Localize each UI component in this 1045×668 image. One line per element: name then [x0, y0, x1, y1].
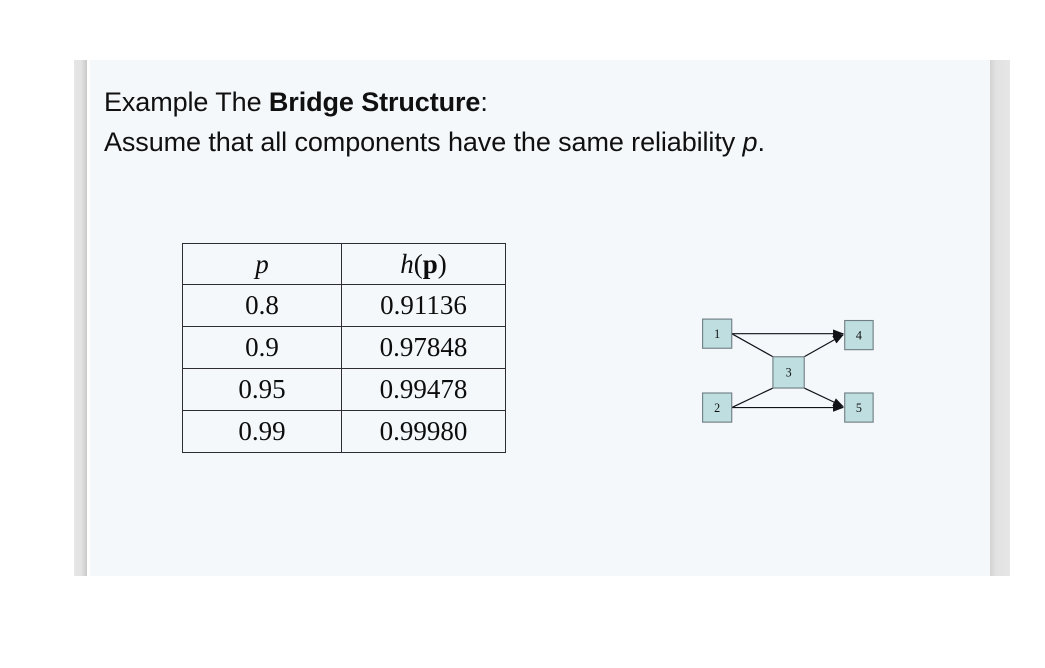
heading-line-1-prefix: Example The — [104, 87, 269, 117]
table-body: 0.8 0.91136 0.9 0.97848 0.95 0.99478 0.9… — [182, 284, 506, 453]
heading-block: Example The Bridge Structure: Assume tha… — [104, 82, 974, 162]
h-function-symbol: h — [400, 248, 414, 279]
heading-line-1-bold: Bridge Structure — [268, 87, 481, 117]
column-header-p: p — [182, 243, 342, 285]
left-gutter-rail[interactable] — [74, 60, 87, 576]
node-5[interactable]: 5 — [844, 392, 874, 423]
table-row: 0.95 0.99478 — [182, 368, 506, 411]
node-5-label: 5 — [856, 401, 862, 415]
bridge-structure-diagram: 1 2 3 4 5 — [628, 265, 898, 440]
cell-p: 0.99 — [182, 410, 342, 453]
node-2-label: 2 — [714, 401, 720, 415]
slide-content: Example The Bridge Structure: Assume tha… — [90, 60, 990, 576]
table-row: 0.9 0.97848 — [182, 326, 506, 369]
cell-p: 0.9 — [182, 326, 342, 369]
reliability-table: p h(p) 0.8 0.91136 0.9 0.97848 0.95 — [182, 243, 506, 453]
node-2[interactable]: 2 — [702, 392, 733, 423]
edge-2-to-3 — [731, 387, 774, 409]
node-4-label: 4 — [856, 328, 862, 342]
heading-line-2-prefix: Assume that all components have the same… — [104, 127, 743, 157]
heading-line-1: Example The Bridge Structure: — [104, 82, 974, 122]
edge-3-to-4 — [803, 334, 844, 358]
heading-line-2: Assume that all components have the same… — [104, 122, 974, 162]
node-1-label: 1 — [714, 327, 720, 341]
cell-h: 0.91136 — [341, 284, 506, 327]
right-scroll-rail[interactable] — [990, 60, 1010, 576]
cell-p: 0.8 — [182, 284, 342, 327]
table-row: 0.99 0.99980 — [182, 410, 506, 453]
node-3-label: 3 — [786, 365, 792, 379]
h-open-paren: ( — [413, 248, 423, 279]
cell-h: 0.99478 — [341, 368, 506, 411]
edge-3-to-5 — [803, 387, 844, 408]
h-bold-p-arg: p — [422, 248, 438, 279]
document-panel: Example The Bridge Structure: Assume tha… — [74, 60, 1010, 576]
edge-1-to-3 — [731, 333, 774, 358]
node-4[interactable]: 4 — [844, 319, 874, 351]
table-header-row: p h(p) — [182, 243, 506, 285]
cell-h: 0.97848 — [341, 326, 506, 369]
h-close-paren: ) — [437, 248, 447, 279]
table-row: 0.8 0.91136 — [182, 284, 506, 327]
heading-line-1-suffix: : — [480, 87, 488, 117]
diagram-svg: 1 2 3 4 5 — [702, 318, 874, 423]
cell-p: 0.95 — [182, 368, 342, 411]
node-3[interactable]: 3 — [772, 356, 805, 389]
heading-line-2-suffix: . — [757, 127, 765, 157]
column-header-h-of-p: h(p) — [341, 243, 506, 285]
cell-h: 0.99980 — [341, 410, 506, 453]
table-head: p h(p) — [182, 243, 506, 285]
node-1[interactable]: 1 — [702, 318, 733, 349]
heading-line-2-italic-p: p — [742, 127, 758, 157]
